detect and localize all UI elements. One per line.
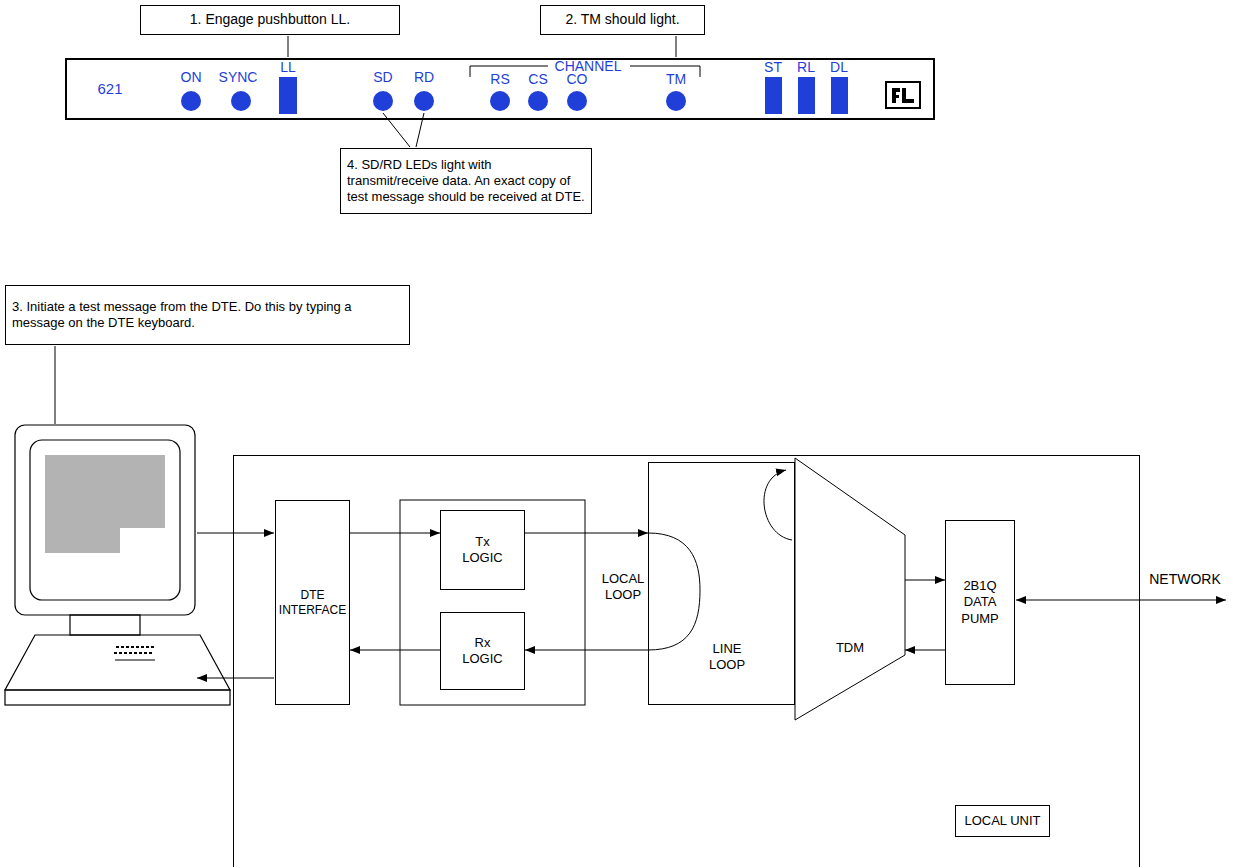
node-text: Tx LOGIC: [459, 534, 507, 567]
box: 3. Initiate a test message from the DTE.…: [5, 285, 410, 345]
node-text: 1. Engage pushbutton LL.: [190, 11, 350, 29]
logic-box: [400, 500, 585, 705]
panel-label: RS: [460, 72, 540, 87]
panel-label: SYNC: [198, 70, 278, 85]
node-text: 621: [85, 80, 135, 99]
keyboard-keys: [114, 646, 154, 654]
node-text: TDM: [830, 640, 870, 656]
line-loop-arc: [764, 470, 792, 540]
signal-arrow: [350, 533, 440, 534]
label-holder: SYNC: [198, 70, 278, 85]
node-text: LINE LOOP: [697, 641, 757, 674]
text-holder: LOCAL LOOP: [591, 571, 655, 604]
leader-lines: [55, 36, 676, 424]
text-holder: LINE LOOP: [697, 641, 757, 674]
computer-illustration: [5, 425, 230, 705]
signal-arrow: [905, 580, 945, 581]
node-text: Rx LOGIC: [459, 635, 507, 668]
panel-label: RD: [384, 70, 464, 85]
node-text: 2B1Q DATA PUMP: [952, 578, 1008, 627]
node-text: DTE INTERFACE: [279, 588, 346, 618]
panel-label: SD: [343, 70, 423, 85]
dte-arrows: [197, 533, 274, 678]
network-arrow: [1016, 600, 1226, 601]
panel-leds: [181, 77, 848, 114]
label-holder: RS: [460, 72, 540, 87]
signal-arrow: [525, 533, 648, 534]
box: Rx LOGIC: [440, 612, 525, 690]
label-holder: CS: [498, 72, 578, 87]
node-text: LOCAL UNIT: [964, 813, 1040, 829]
label-holder: CO: [537, 72, 617, 87]
label-holder: CHANNEL: [548, 59, 628, 74]
panel-label: TM: [636, 72, 716, 87]
text-holder: 621: [85, 80, 135, 99]
box: Tx LOGIC: [440, 510, 525, 590]
panel-label: CS: [498, 72, 578, 87]
node-text: 4. SD/RD LEDs light with transmit/receiv…: [347, 157, 585, 206]
panel-label: CHANNEL: [548, 59, 628, 74]
panel-label: LL: [248, 60, 328, 75]
node-text: 2. TM should light.: [565, 11, 679, 29]
signal-arrow: [905, 650, 945, 651]
box: 4. SD/RD LEDs light with transmit/receiv…: [340, 148, 592, 214]
node-text: 3. Initiate a test message from the DTE.…: [12, 299, 403, 332]
box: LOCAL UNIT: [955, 805, 1050, 837]
label-holder: RD: [384, 70, 464, 85]
local-loop-curve: [648, 533, 700, 650]
label-holder: SD: [343, 70, 423, 85]
label-holder: NETWORK: [1145, 572, 1225, 587]
box: DTE INTERFACE: [275, 500, 350, 705]
box: LOCAL LOOP DTE INTERFACE Tx LOGIC Rx LOGIC L…: [233, 455, 1140, 867]
label-holder: DL: [799, 60, 879, 75]
box: 2. TM should light.: [540, 5, 705, 35]
signal-arrow: [525, 650, 648, 651]
text-holder: TDM: [830, 640, 870, 656]
logo: [886, 82, 920, 108]
panel-label: DL: [799, 60, 879, 75]
panel-label: CO: [537, 72, 617, 87]
label-holder: TM: [636, 72, 716, 87]
box: 1. Engage pushbutton LL.: [140, 5, 400, 35]
signal-arrow: [350, 650, 440, 651]
trapezoid-outline: [795, 458, 905, 720]
tdm-trapezoid: TDM: [795, 458, 905, 720]
node-text: LOCAL LOOP: [591, 571, 655, 604]
label-holder: LL: [248, 60, 328, 75]
box: 2B1Q DATA PUMP: [945, 520, 1015, 685]
box: LINE LOOP: [648, 462, 795, 705]
network-label: NETWORK: [1145, 572, 1225, 587]
